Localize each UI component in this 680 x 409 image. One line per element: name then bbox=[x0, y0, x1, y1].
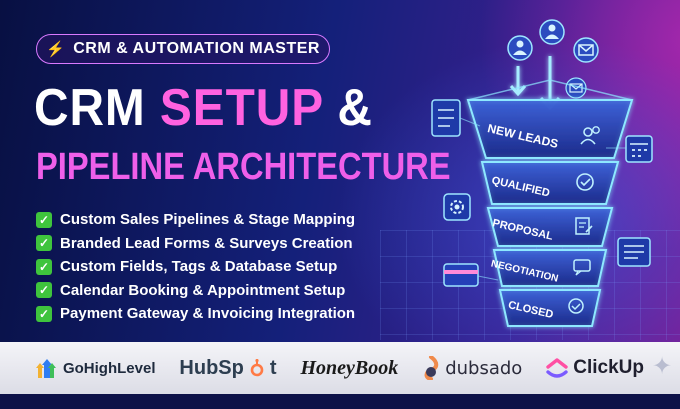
funnel-stage-closed: CLOSED bbox=[498, 289, 602, 327]
feature-text: Payment Gateway & Invoicing Integration bbox=[60, 305, 356, 323]
headline-setup: SETUP bbox=[159, 79, 324, 137]
platform-logo-strip: GoHighLevel HubSp t HoneyBook dubsado C bbox=[0, 342, 680, 394]
form-document-icon bbox=[617, 237, 651, 267]
feature-text: Branded Lead Forms & Surveys Creation bbox=[60, 234, 353, 252]
clickup-chevron-icon bbox=[546, 358, 568, 378]
checkmark-icon: ✓ bbox=[36, 211, 52, 228]
headline-line-2: PIPELINE ARCHITECTURE bbox=[36, 146, 451, 188]
feature-text: Custom Sales Pipelines & Stage Mapping bbox=[60, 211, 356, 229]
credit-card-icon bbox=[443, 263, 499, 287]
gohighlevel-logo: GoHighLevel bbox=[35, 358, 156, 378]
feature-item: ✓ Custom Fields, Tags & Database Setup bbox=[36, 255, 355, 279]
funnel-stage-negotiation: NEGOTIATION bbox=[490, 249, 608, 287]
hubspot-logo: HubSp t bbox=[179, 357, 276, 380]
checkmark-icon: ✓ bbox=[36, 235, 52, 252]
honeybook-logo: HoneyBook bbox=[300, 357, 398, 380]
gear-icon bbox=[443, 193, 471, 221]
calendar-icon bbox=[606, 135, 653, 163]
dubsado-wordmark: dubsado bbox=[445, 357, 523, 379]
headline-line-1: CRM SETUP & bbox=[34, 82, 373, 134]
funnel-stage-qualified: QUALIFIED bbox=[480, 161, 620, 205]
gohighlevel-arrows-icon bbox=[35, 359, 56, 378]
hubspot-wordmark-start: HubSp bbox=[179, 356, 244, 379]
feature-text: Calendar Booking & Appointment Setup bbox=[60, 281, 346, 299]
hubspot-wordmark-end: t bbox=[269, 356, 277, 379]
checkmark-icon: ✓ bbox=[36, 305, 52, 322]
clickup-logo: ClickUp bbox=[546, 357, 644, 379]
checkmark-icon: ✓ bbox=[36, 258, 52, 275]
gohighlevel-wordmark: GoHighLevel bbox=[62, 359, 156, 377]
feature-text: Custom Fields, Tags & Database Setup bbox=[60, 258, 338, 276]
person-icon bbox=[539, 19, 565, 45]
clickup-wordmark: ClickUp bbox=[573, 357, 644, 378]
group-icon bbox=[580, 126, 600, 145]
bottom-strip bbox=[0, 394, 680, 409]
funnel-stage-new-leads: NEW LEADS bbox=[466, 79, 634, 159]
check-circle-icon bbox=[576, 173, 594, 191]
feature-item: ✓ Calendar Booking & Appointment Setup bbox=[36, 279, 355, 303]
funnel-stage-proposal: PROPOSAL bbox=[486, 207, 614, 247]
category-badge: ⚡ CRM & AUTOMATION MASTER bbox=[36, 34, 330, 64]
headline-ampersand: & bbox=[323, 79, 373, 137]
dubsado-mark-icon bbox=[424, 356, 439, 380]
email-icon bbox=[573, 37, 599, 63]
feature-item: ✓ Custom Sales Pipelines & Stage Mapping bbox=[36, 208, 355, 232]
headline-crm: CRM bbox=[34, 79, 160, 137]
person-icon bbox=[507, 35, 533, 61]
sparkle-icon: ✦ bbox=[652, 352, 673, 380]
dubsado-logo: dubsado bbox=[422, 356, 522, 380]
chat-bubble-icon bbox=[573, 259, 591, 276]
feature-list: ✓Custom Sales Pipelines & Stage Mapping … bbox=[36, 208, 355, 326]
pipeline-funnel-illustration: NEW LEADS QUALIFIED PROPOSAL bbox=[431, 19, 653, 327]
check-circle-icon bbox=[568, 298, 584, 314]
hubspot-sprocket-icon bbox=[250, 359, 264, 377]
feature-item: ✓ Payment Gateway & Invoicing Integration bbox=[36, 302, 355, 326]
clipboard-checklist-icon bbox=[431, 99, 481, 137]
checkmark-icon: ✓ bbox=[36, 282, 52, 299]
lightning-bolt-icon: ⚡ bbox=[46, 41, 66, 58]
badge-text: CRM & AUTOMATION MASTER bbox=[73, 40, 320, 57]
feature-item: ✓ Branded Lead Forms & Surveys Creation bbox=[36, 232, 355, 256]
document-edit-icon bbox=[575, 217, 593, 235]
honeybook-wordmark: HoneyBook bbox=[300, 356, 399, 379]
